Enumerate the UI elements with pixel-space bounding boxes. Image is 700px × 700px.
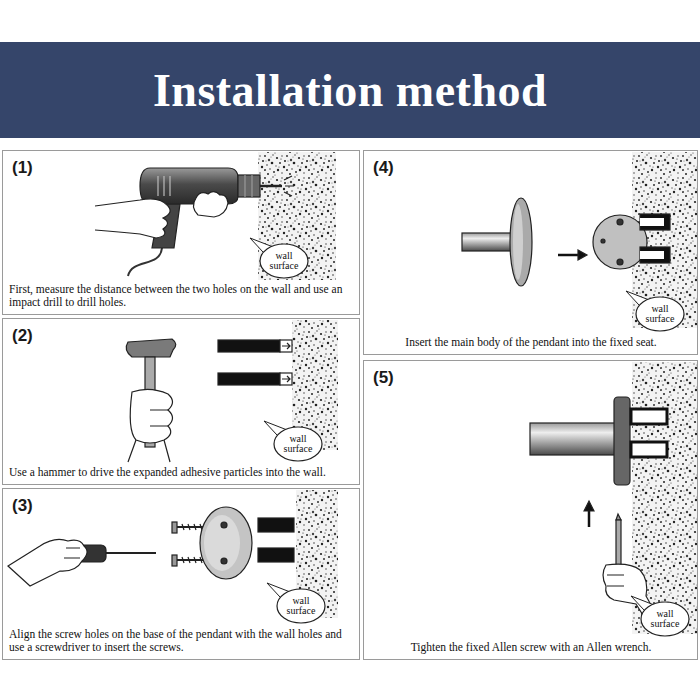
step-number: (2) xyxy=(12,327,33,346)
screwdriver-illustration xyxy=(204,515,240,571)
wrench-illustration xyxy=(584,501,594,511)
drill-illustration xyxy=(244,175,245,197)
hammer-illustration xyxy=(282,376,290,382)
step-number: (1) xyxy=(12,159,33,178)
step-caption: First, measure the distance between the … xyxy=(3,283,359,314)
drill-illustration xyxy=(284,176,294,196)
wrench-illustration xyxy=(588,509,591,527)
hammer-illustration xyxy=(130,389,172,443)
hammer-illustration xyxy=(218,340,280,352)
pendant-illustration xyxy=(513,204,523,280)
screwdriver-illustration xyxy=(221,558,227,564)
hammer-illustration xyxy=(282,343,290,349)
step-caption: Insert the main body of the pendant into… xyxy=(364,336,697,354)
step-number: (3) xyxy=(12,497,33,516)
drill-illustration xyxy=(157,176,158,196)
drill-illustration xyxy=(95,199,170,238)
drill-illustration xyxy=(169,176,170,196)
callout-bubble: wall surface xyxy=(640,601,690,637)
pendant-illustration xyxy=(617,259,623,265)
pendant-illustration xyxy=(617,219,623,225)
pendant-illustration xyxy=(640,247,670,263)
screwdriver-illustration xyxy=(182,524,202,530)
wrench-illustration xyxy=(607,575,624,586)
wall-texture xyxy=(258,152,698,634)
pendant-illustration xyxy=(462,198,670,286)
screwdriver-illustration xyxy=(172,555,177,566)
callout-text: wall surface xyxy=(646,304,675,325)
callout-text: wall surface xyxy=(270,251,299,272)
pendant-illustration xyxy=(640,218,664,226)
wrench-illustration xyxy=(631,442,667,457)
screwdriver-illustration xyxy=(182,557,202,563)
drill-illustration xyxy=(193,192,228,217)
wrench-illustration xyxy=(614,397,630,485)
callout-ellipse xyxy=(277,589,325,623)
wrench-illustration xyxy=(631,409,667,424)
screwdriver-illustration xyxy=(8,507,294,586)
callout-ellipse xyxy=(274,427,322,461)
step-panel: (1) First, measure the distance between t… xyxy=(2,150,360,315)
callout-text: wall surface xyxy=(287,596,316,617)
hammer-illustration xyxy=(128,440,170,462)
callout-text: wall surface xyxy=(284,434,313,455)
pendant-illustration xyxy=(593,215,647,269)
step-panel: (2) Use a hammer to drive the expanded ad… xyxy=(2,318,360,485)
drill-illustration xyxy=(163,176,164,196)
pendant-illustration xyxy=(640,214,670,230)
drill-illustration xyxy=(238,175,260,197)
drill-illustration xyxy=(260,185,282,188)
pendant-illustration xyxy=(601,239,605,243)
callout-ellipse xyxy=(260,244,308,278)
screwdriver-illustration xyxy=(106,552,156,554)
step-panel: (5) Tighten the fixed Allen screw with an… xyxy=(363,360,698,660)
callout-ellipse xyxy=(641,602,689,636)
step-caption: Tighten the fixed Allen screw with an Al… xyxy=(364,641,697,659)
screwdriver-illustration xyxy=(8,539,87,586)
callout-bubble: wall surface xyxy=(276,588,326,624)
step-panel: (3) Align the screw holes on the base of … xyxy=(2,488,360,660)
screwdriver-illustration xyxy=(200,507,252,579)
callout-text: wall surface xyxy=(651,609,680,630)
pendant-illustration xyxy=(558,254,578,257)
callout-bubble: wall surface xyxy=(273,426,323,462)
screwdriver-illustration xyxy=(258,518,294,532)
pendant-illustration xyxy=(640,251,664,259)
screwdriver-illustration xyxy=(258,548,294,562)
step-number: (5) xyxy=(373,369,394,388)
callout-bubble: wall surface xyxy=(635,296,685,332)
hammer-illustration xyxy=(218,373,280,385)
hammer-illustration xyxy=(126,339,176,357)
hammer-illustration xyxy=(150,410,168,426)
title-text: Installation method xyxy=(153,64,547,117)
wrench-illustration xyxy=(530,397,667,620)
callout-bubble: wall surface xyxy=(259,243,309,279)
wrench-illustration xyxy=(530,423,616,455)
wall-texture xyxy=(258,152,336,280)
hammer-illustration xyxy=(280,373,292,385)
step-panel: (4) Insert the main body of the pendant i… xyxy=(363,150,698,355)
pendant-illustration xyxy=(510,198,532,286)
screwdriver-illustration xyxy=(221,522,227,528)
step-caption: Use a hammer to drive the expanded adhes… xyxy=(3,466,359,484)
wrench-illustration xyxy=(616,514,621,520)
callout-ellipse xyxy=(636,297,684,331)
screwdriver-illustration xyxy=(64,548,80,558)
pendant-illustration xyxy=(578,250,587,260)
screwdriver-illustration xyxy=(172,522,177,533)
title-band: Installation method xyxy=(0,42,700,138)
step-caption: Align the screw holes on the base of the… xyxy=(3,628,359,659)
drill-illustration xyxy=(251,175,252,197)
drill-illustration xyxy=(128,248,162,276)
step-number: (4) xyxy=(373,159,394,178)
hammer-illustration xyxy=(280,340,292,352)
hammer-illustration xyxy=(126,339,292,462)
